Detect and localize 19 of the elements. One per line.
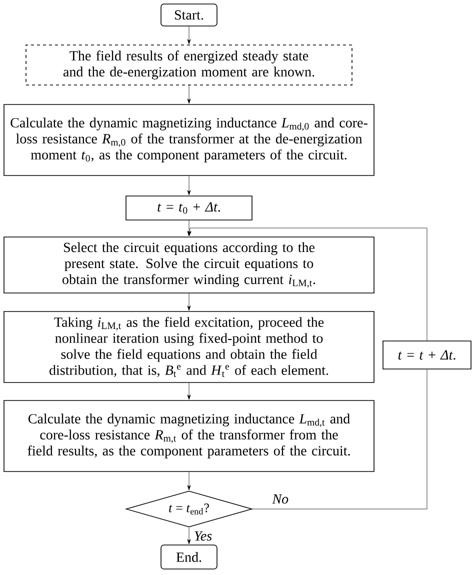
arrow — [187, 293, 191, 311]
arrow — [188, 228, 428, 341]
process-box: Calculate the dynamic magnetizing inductance L$_{md,0}$ and core-loss resistance R$_{m,0}$ of the transformer at the de-energization moment t$_{0}$, as the component parameters of the circuit. — [4, 104, 374, 176]
arrow — [187, 527, 191, 544]
process-box: t = t$_{0}$ + Δt. — [126, 196, 252, 220]
arrow — [187, 85, 191, 104]
edge-label: No — [271, 493, 290, 505]
input-box: The field results of energized steady state and the de-energization moment are known. — [26, 44, 352, 86]
process-box: Taking i$_{LM,t}$ as the field excitation, proceed the nonlinear iteration using fixed-point method to solve the field equations and obtain the field distribution, that is, B$_{t}$$^{e}$ and H$_{t}$$^{e}$ of each element. — [4, 311, 374, 383]
terminal-box: Start. — [160, 4, 218, 26]
arrow — [187, 382, 191, 400]
process-box: Calculate the dynamic magnetizing inductance L$_{md,t}$ and core-loss resistance R$_{m,t}$ of the transformer from the field results, as the component parameters of the circuit. — [4, 400, 374, 472]
arrow — [187, 472, 191, 490]
arrow — [187, 26, 191, 44]
edge-label: Yes — [192, 530, 214, 542]
arrow — [187, 176, 191, 196]
process-box: t = t + Δt. — [382, 340, 472, 370]
process-box: Select the circuit equations according to the present state. Solve the circuit equations to obtain the transformer winding current i$_{LM,t}$. — [4, 236, 374, 294]
terminal-box: End. — [160, 544, 218, 570]
